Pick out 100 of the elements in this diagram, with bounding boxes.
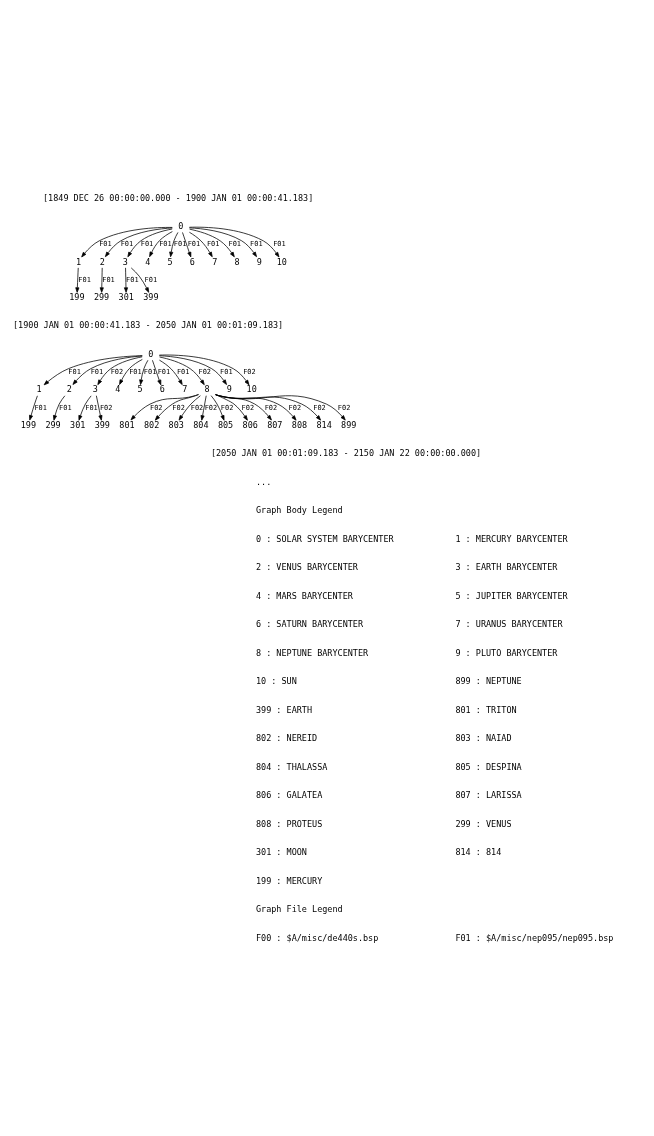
node-text: 7 <box>212 256 218 267</box>
arrow <box>215 393 248 421</box>
label: 1 : MERCURY BARYCENTER <box>455 533 568 544</box>
label: 5 : JUPITER BARYCENTER <box>455 590 568 601</box>
node-text: 3 <box>92 383 98 394</box>
label: 199 : MERCURY <box>255 875 323 886</box>
label: 0 : SOLAR SYSTEM BARYCENTER <box>255 533 394 544</box>
node-text: 199 <box>69 291 85 302</box>
arrow <box>200 394 207 421</box>
arrow <box>159 354 250 385</box>
arrow <box>189 226 280 257</box>
label: 802 : NEREID <box>255 732 318 743</box>
node-text: 807 <box>267 419 283 430</box>
node-text: 801 <box>119 419 135 430</box>
node-text: 9 <box>226 383 232 394</box>
arrow <box>127 228 173 257</box>
node-text: 3 <box>122 256 128 267</box>
label: 808 : PROTEUS <box>255 818 323 829</box>
arrow <box>189 228 235 257</box>
node-text: 1 <box>75 256 82 267</box>
node-text: 301 <box>118 291 134 302</box>
node-text: 5 <box>137 383 143 394</box>
arrow <box>215 393 297 421</box>
node-text: 814 <box>316 419 332 430</box>
arrow <box>53 394 66 421</box>
node-text: 805 <box>217 419 234 430</box>
label: 803 : NAIAD <box>455 732 512 743</box>
arrow <box>182 231 192 257</box>
label: ... <box>255 476 272 487</box>
node-text: 7 <box>182 383 188 394</box>
node-text: 5 <box>167 256 173 267</box>
arrow <box>215 393 346 420</box>
node-text: 808 <box>291 419 308 430</box>
label: 2 : VENUS BARYCENTER <box>255 561 358 572</box>
node-text: 0 <box>148 348 154 359</box>
node-text: 4 <box>145 256 151 267</box>
label: 805 : DESPINA <box>455 761 522 772</box>
node-text: 8 <box>204 383 210 394</box>
arrow <box>178 394 201 421</box>
node-text: 10 <box>246 383 257 394</box>
arrow <box>95 394 103 421</box>
node-text: 803 <box>168 419 184 430</box>
arrow <box>154 393 199 421</box>
label: 4 : MARS BARYCENTER <box>255 590 353 601</box>
node-text: 802 <box>143 419 160 430</box>
node-text: 4 <box>115 383 121 394</box>
label: 801 : TRITON <box>455 704 517 715</box>
arrow <box>104 227 173 257</box>
arrow <box>159 356 205 385</box>
label: 9 : PLUTO BARYCENTER <box>455 647 558 658</box>
label: 299 : VENUS <box>455 818 512 829</box>
label: [1849 DEC 26 00:00:00.000 - 1900 JAN 01 00:00:41.183] <box>43 192 314 203</box>
label: F00 : $A/misc/de440s.bsp <box>255 932 379 943</box>
label: 7 : URANUS BARYCENTER <box>455 618 563 629</box>
label: [1900 JAN 01 00:00:41.183 - 2050 JAN 01 00:01:09.183] <box>13 319 284 330</box>
arrow <box>81 226 173 257</box>
arrow <box>189 231 213 257</box>
arrow <box>130 267 150 293</box>
node-text: 199 <box>20 419 37 430</box>
arrow <box>119 358 143 385</box>
arrow <box>99 267 104 293</box>
arrow <box>130 393 199 420</box>
label: 399 : EARTH <box>255 704 313 715</box>
arrow <box>29 394 38 420</box>
arrow <box>139 359 149 385</box>
arrow <box>97 355 143 385</box>
node-text: 1 <box>36 383 42 394</box>
arrow <box>188 227 257 257</box>
node-text: 8 <box>234 256 240 267</box>
label: [2050 JAN 01 00:01:09.183 - 2150 JAN 22 00:00:00.000] <box>210 447 482 458</box>
label: 10 : SUN <box>255 675 297 686</box>
label: 899 : NEPTUNE <box>455 675 522 686</box>
arrow <box>43 354 143 385</box>
arrow <box>159 359 183 385</box>
node-text: 6 <box>189 256 195 267</box>
arrow <box>215 393 321 421</box>
label: Graph File Legend <box>255 903 343 914</box>
node-text: 299 <box>93 291 110 302</box>
node-text: 804 <box>193 419 209 430</box>
node-text: 399 <box>94 419 110 430</box>
arrow <box>215 393 272 420</box>
node-text: 2 <box>99 256 105 267</box>
arrow <box>210 394 225 421</box>
label: 806 : GALATEA <box>255 789 323 800</box>
label: 804 : THALASSA <box>255 761 328 772</box>
node-text: 9 <box>256 256 262 267</box>
node-text: 806 <box>242 419 258 430</box>
node-text: 10 <box>276 256 287 267</box>
label: 8 : NEPTUNE BARYCENTER <box>255 647 369 658</box>
label: 814 : 814 <box>455 846 502 857</box>
node-text: 299 <box>45 419 61 430</box>
label: F01 : $A/misc/nep095/nep095.bsp <box>455 932 614 943</box>
arrow <box>78 394 92 421</box>
arrow <box>72 355 143 385</box>
label: 807 : LARISSA <box>455 789 522 800</box>
arrow <box>75 267 80 293</box>
node-text: 399 <box>143 291 159 302</box>
node-text: 301 <box>70 419 86 430</box>
node-text: 2 <box>66 383 72 394</box>
arrow <box>149 230 173 257</box>
